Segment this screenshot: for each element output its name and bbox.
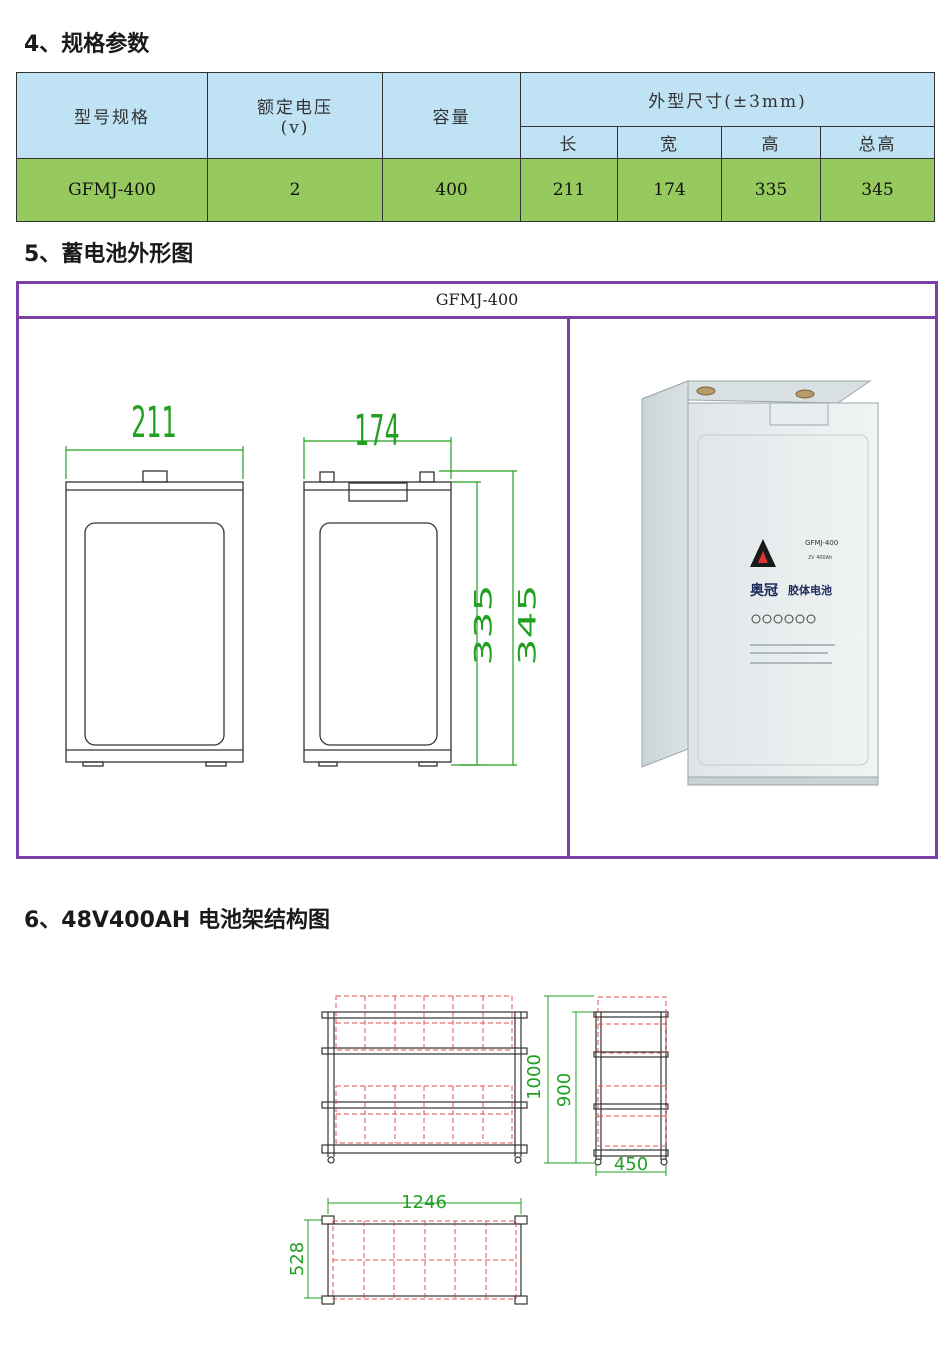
width-label: 211 [131, 399, 176, 448]
side-dimensions [303, 437, 517, 766]
header-model: 型号规格 [16, 72, 208, 159]
section5-title: 5、蓄电池外形图 [24, 242, 194, 267]
certification-icons [751, 614, 816, 624]
rack-front-view [321, 995, 528, 1164]
header-width: 宽 [617, 126, 722, 159]
cell-width: 174 [617, 158, 722, 222]
header-height: 高 [721, 126, 821, 159]
outline-frame: GFMJ-400 211 [16, 281, 938, 859]
terminal-right [795, 389, 815, 399]
label-model: GFMJ-400 [805, 539, 838, 547]
rack-top-cells [332, 1220, 517, 1300]
battery-photo: GFMJ-400 2V 400Ah 奥冠 胶体电池 [641, 380, 879, 786]
depth-label: 174 [354, 407, 399, 456]
rack-top-view: 1246 528 [287, 1192, 528, 1305]
label-product: 胶体电池 [788, 583, 832, 597]
section4-title: 4、规格参数 [24, 32, 150, 57]
header-voltage: 额定电压 (v) [207, 72, 383, 159]
frame-divider [567, 319, 570, 856]
battery-side [641, 380, 689, 768]
label-subtext: 2V 400Ah [808, 555, 832, 561]
rack-side-frame [593, 1011, 669, 1166]
front-width-dimension [65, 446, 244, 479]
rack-structure-drawing: 1000 900 450 1246 528 [287, 995, 669, 1305]
header-voltage-line2: (v) [280, 118, 310, 138]
cell-voltage: 2 [207, 158, 383, 222]
rack-side-cells [597, 996, 667, 1147]
side-view [303, 471, 452, 767]
header-total-height: 总高 [819, 126, 936, 159]
rack-width-label: 528 [287, 1242, 308, 1276]
cell-total-height: 345 [819, 158, 936, 222]
rack-side-view: 1000 900 450 [524, 995, 669, 1176]
terminal-left [696, 386, 716, 396]
label-fine-print [750, 644, 835, 664]
spec-table: 型号规格 额定电压 (v) 容量 外型尺寸(±3mm) 长 宽 高 总高 GFM… [16, 72, 936, 222]
header-voltage-line1: 额定电压 [257, 98, 333, 118]
cell-length: 211 [520, 158, 618, 222]
height-label: 335 [470, 584, 498, 665]
battery-outline-drawing: 211 174 335 345 [65, 399, 542, 767]
lid-ridge [769, 402, 829, 426]
rack-front-cells [335, 995, 513, 1144]
cell-model: GFMJ-400 [16, 158, 208, 222]
total-height-label: 345 [514, 584, 542, 665]
brand-logo [750, 539, 776, 567]
front-view [65, 470, 244, 767]
rack-top-dimensions [304, 1198, 522, 1299]
battery-front [687, 402, 879, 784]
battery-base [687, 776, 879, 786]
rack-side-dimensions [544, 995, 667, 1176]
table-row: GFMJ-400 2 400 211 174 335 345 [16, 158, 936, 222]
cell-capacity: 400 [382, 158, 521, 222]
header-capacity: 容量 [382, 72, 521, 159]
rack-length-label: 1246 [401, 1192, 447, 1213]
rack-depth-label: 450 [614, 1154, 648, 1175]
label-brand: 奥冠 [750, 582, 778, 599]
header-dimensions: 外型尺寸(±3mm) [519, 72, 936, 127]
frame-title: GFMJ-400 [19, 284, 935, 319]
rack-height-total-label: 1000 [524, 1054, 545, 1100]
front-panel [697, 434, 869, 766]
header-length: 长 [520, 126, 618, 159]
section6-title: 6、48V400AH 电池架结构图 [24, 908, 330, 933]
cell-height: 335 [721, 158, 821, 222]
rack-height-inner-label: 900 [554, 1073, 575, 1107]
